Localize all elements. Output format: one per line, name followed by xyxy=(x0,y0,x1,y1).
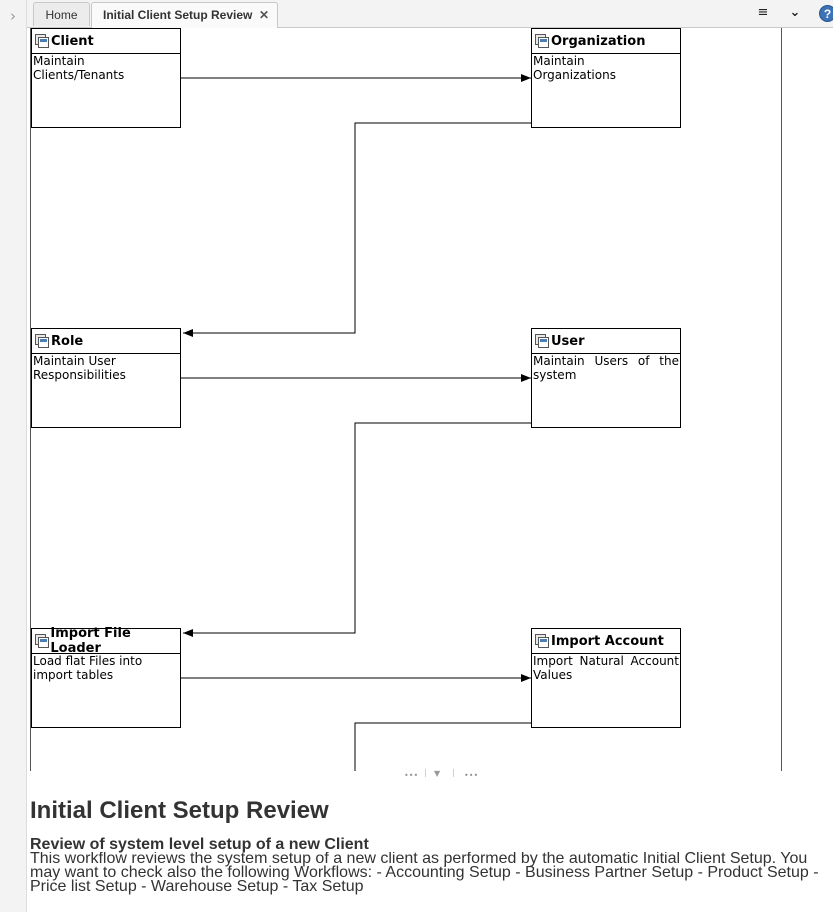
tab-initial-client-setup-review[interactable]: Initial Client Setup Review ✕ xyxy=(91,2,278,28)
node-title: Organization xyxy=(551,33,646,49)
window-icon xyxy=(535,634,549,648)
window-icon xyxy=(35,634,49,648)
workflow-node-import-account[interactable]: Import Account Import Natural Account Va… xyxy=(531,628,681,728)
node-description: Import Natural Account Values xyxy=(533,654,679,682)
splitter-divider-icon: | xyxy=(452,768,455,777)
help-icon[interactable]: ? xyxy=(819,5,833,22)
window-icon xyxy=(35,334,49,348)
tab-active-label: Initial Client Setup Review xyxy=(103,8,253,22)
node-title: User xyxy=(551,333,585,349)
collapse-chevron-icon[interactable]: ⌄ xyxy=(789,5,801,20)
workflow-connectors xyxy=(181,74,531,771)
connector-organization-role xyxy=(183,122,531,337)
node-title: Import Account xyxy=(551,633,664,649)
tab-home[interactable]: Home xyxy=(33,2,90,26)
window-icon xyxy=(35,34,49,48)
tab-bar: Home Initial Client Setup Review ✕ ≡ ⌄ ? xyxy=(27,0,833,28)
page-subtitle: Review of system level setup of a new Cl… xyxy=(30,836,369,853)
node-description: Maintain Users of the system xyxy=(533,354,679,382)
workflow-diagram: Client Maintain Clients/Tenants Organiza… xyxy=(30,28,782,771)
node-title: Role xyxy=(51,333,84,349)
workflow-node-client[interactable]: Client Maintain Clients/Tenants xyxy=(31,28,181,128)
workflow-node-organization[interactable]: Organization Maintain Organizations xyxy=(531,28,681,128)
window-icon xyxy=(535,34,549,48)
window-icon xyxy=(535,334,549,348)
splitter-divider-icon: | xyxy=(424,768,427,777)
left-panel-strip: › xyxy=(0,0,27,912)
page-description: This workflow reviews the system setup o… xyxy=(30,852,823,895)
tab-home-label: Home xyxy=(45,8,78,22)
workflow-node-user[interactable]: User Maintain Users of the system xyxy=(531,328,681,428)
panel-splitter[interactable]: ••• | ▼ | ••• xyxy=(400,768,480,780)
node-description-text: Maintain Organizations xyxy=(533,54,616,82)
splitter-grip-left-icon: ••• xyxy=(404,771,419,780)
connector-importaccount-next xyxy=(354,722,531,771)
workflow-node-role[interactable]: Role Maintain User Responsibilities xyxy=(31,328,181,428)
tab-close-icon[interactable]: ✕ xyxy=(258,8,269,22)
node-description: Maintain Organizations xyxy=(532,54,680,82)
splitter-grip-right-icon: ••• xyxy=(464,771,479,780)
node-title: Import File Loader xyxy=(50,626,131,656)
page-title: Initial Client Setup Review xyxy=(30,797,329,824)
connector-user-importfileloader xyxy=(183,422,531,637)
menu-icon[interactable]: ≡ xyxy=(757,5,769,20)
workflow-node-import-file-loader[interactable]: Import File Loader Load flat Files into … xyxy=(31,626,181,728)
node-title: Client xyxy=(51,33,94,49)
expand-panel-chevron-icon[interactable]: › xyxy=(10,7,16,25)
node-description: Load flat Files into import tables xyxy=(33,654,143,682)
node-description: Maintain User Responsibilities xyxy=(33,354,126,382)
node-description: Maintain Clients/Tenants xyxy=(33,54,125,82)
splitter-collapse-icon[interactable]: ▼ xyxy=(434,769,441,778)
